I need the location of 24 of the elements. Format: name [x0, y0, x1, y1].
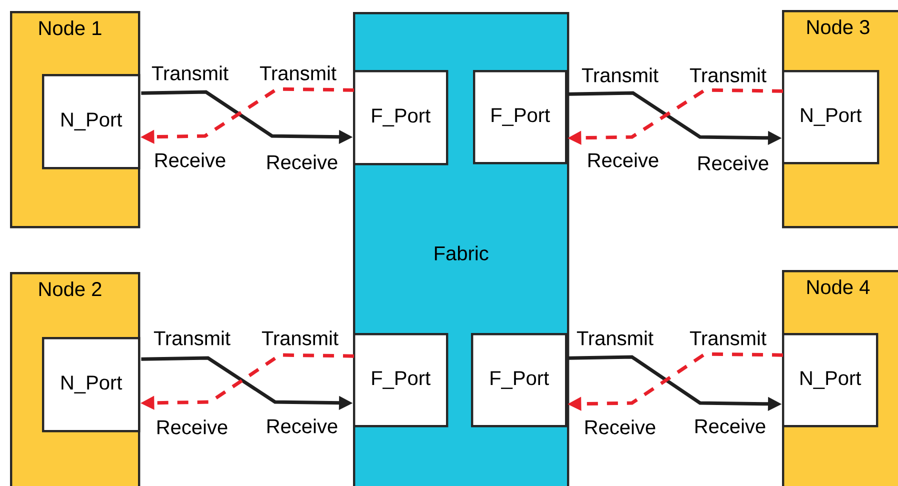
port-box: N_Port — [782, 332, 878, 428]
signal-label: Receive — [156, 152, 226, 168]
edge-label: Transmit — [262, 330, 338, 346]
edge-label: Transmit — [576, 330, 654, 346]
port-box: F_Port — [473, 70, 568, 164]
signal-label: Receive — [696, 418, 766, 434]
signal-label: Receive — [268, 154, 338, 170]
port-box: F_Port — [353, 332, 448, 428]
edge-label: Transmit — [152, 66, 228, 80]
signal-label: Receive — [158, 420, 228, 434]
signal-label: Receive — [268, 418, 338, 434]
edge-label: Transmit — [260, 66, 336, 80]
signal-label: Receive — [586, 420, 656, 434]
signal-label: Receive — [588, 152, 658, 168]
port-box: N_Port — [42, 74, 140, 170]
port-box: N_Port — [42, 336, 140, 432]
edge-label: Transmit — [154, 330, 230, 346]
signal-label: Receive — [698, 156, 768, 170]
port-box: F_Port — [353, 70, 448, 166]
port-box: N_Port — [782, 70, 880, 164]
edge-label: Transmit — [690, 68, 766, 82]
edge-label: Transmit — [690, 330, 766, 346]
port-box: F_Port — [471, 332, 568, 428]
edge-label: Transmit — [582, 68, 658, 82]
